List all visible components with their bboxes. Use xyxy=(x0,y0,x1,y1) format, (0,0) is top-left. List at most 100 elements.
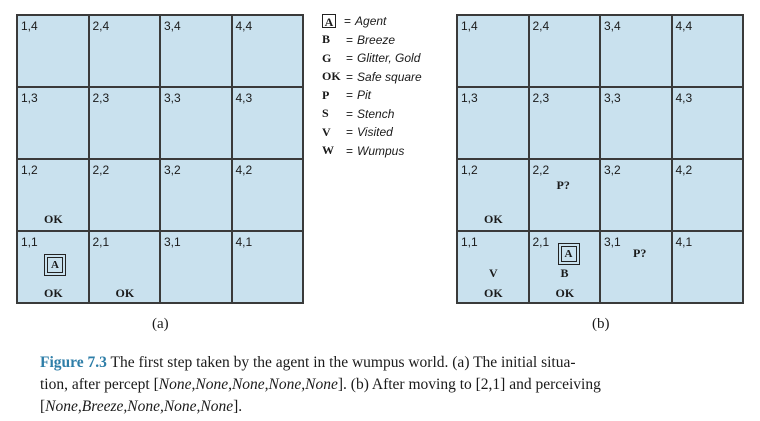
legend-desc: Safe square xyxy=(357,69,422,84)
subfigure-label-a: (a) xyxy=(152,316,169,332)
legend-desc: Breeze xyxy=(357,32,396,47)
cell-coord: 1,3 xyxy=(461,91,478,105)
cell-coord: 1,4 xyxy=(21,19,38,33)
legend-eq: = xyxy=(346,106,354,121)
cell-coord: 4,4 xyxy=(235,19,253,33)
cell-3-2: 3,2 xyxy=(160,159,232,231)
cell-coord: 1,2 xyxy=(21,163,38,177)
cell-coord: 4,2 xyxy=(675,163,693,177)
legend-item: W = Wumpus xyxy=(322,142,452,161)
cell-1-1: 1,1 A OK xyxy=(17,231,89,303)
cell-4-3: 4,3 xyxy=(231,87,303,159)
pit-possible-marker: P? xyxy=(633,246,647,260)
cell-1-2: 1,2 OK xyxy=(17,159,89,231)
ok-marker: OK xyxy=(44,212,63,226)
cell-1-1: 1,1 V OK xyxy=(457,231,529,303)
subfigure-label-b: (b) xyxy=(592,316,610,332)
cell-1-3: 1,3 xyxy=(457,87,529,159)
cell-coord: 4,4 xyxy=(675,19,693,33)
legend-item: G = Glitter, Gold xyxy=(322,49,452,68)
caption-text: ]. (b) After moving to [2,1] and perceiv… xyxy=(337,376,601,393)
cell-4-1: 4,1 xyxy=(231,231,303,303)
legend-key: S xyxy=(322,106,329,121)
legend-key: G xyxy=(322,50,332,65)
cell-coord: 4,3 xyxy=(675,91,693,105)
caption-line-1: Figure 7.3 The first step taken by the a… xyxy=(40,352,740,374)
legend-key: P xyxy=(322,87,330,102)
wumpus-grid-b: 1,4 2,4 3,4 4,4 1,3 2,3 3,3 4,3 1,2 OK 2… xyxy=(456,14,744,304)
cell-2-4: 2,4 xyxy=(528,15,600,87)
agent-icon: A xyxy=(44,254,66,276)
cell-coord: 4,1 xyxy=(235,235,253,249)
legend-item: V = Visited xyxy=(322,123,452,142)
cell-2-3: 2,3 xyxy=(528,87,600,159)
legend-key: B xyxy=(322,32,331,47)
legend-eq: = xyxy=(344,14,352,29)
legend-eq: = xyxy=(346,69,354,84)
figure-caption: Figure 7.3 The first step taken by the a… xyxy=(40,352,740,418)
legend: A = Agent B = Breeze G = Glitter, Gold O… xyxy=(322,12,452,160)
percept-b: None,Breeze,None,None,None xyxy=(45,398,234,415)
figure-label: Figure 7.3 xyxy=(40,354,107,371)
legend-desc: Stench xyxy=(357,106,395,121)
caption-line-2: tion, after percept [None,None,None,None… xyxy=(40,374,740,396)
legend-desc: Wumpus xyxy=(357,143,405,158)
cell-3-2: 3,2 xyxy=(600,159,672,231)
cell-coord: 3,4 xyxy=(604,19,621,33)
cell-1-3: 1,3 xyxy=(17,87,89,159)
cell-coord: 4,2 xyxy=(235,163,253,177)
breeze-marker: B xyxy=(560,266,569,280)
wumpus-grid-a: 1,4 2,4 3,4 4,4 1,3 2,3 3,3 4,3 1,2 OK 2… xyxy=(16,14,304,304)
cell-coord: 3,3 xyxy=(604,91,621,105)
caption-text: [ xyxy=(40,398,46,415)
legend-eq: = xyxy=(346,51,354,66)
cell-3-1: 3,1 xyxy=(160,231,232,303)
legend-item: A = Agent xyxy=(322,12,452,31)
cell-2-1: 2,1 OK xyxy=(88,231,160,303)
cell-3-3: 3,3 xyxy=(600,87,672,159)
legend-item: P = Pit xyxy=(322,86,452,105)
ok-marker: OK xyxy=(115,286,135,300)
caption-line-3: [None,Breeze,None,None,None]. xyxy=(40,396,740,418)
visited-marker: V xyxy=(489,266,498,280)
cell-4-2: 4,2 xyxy=(671,159,743,231)
cell-coord: 3,3 xyxy=(164,91,181,105)
legend-desc: Pit xyxy=(357,88,372,103)
ok-marker: OK xyxy=(484,286,503,300)
percept-a: None,None,None,None,None xyxy=(158,376,338,393)
legend-eq: = xyxy=(346,125,354,140)
cell-coord: 3,1 xyxy=(604,235,621,249)
cell-2-2: 2,2 xyxy=(88,159,160,231)
cell-coord: 2,1 xyxy=(532,235,550,249)
ok-marker: OK xyxy=(44,286,63,300)
cell-4-3: 4,3 xyxy=(671,87,743,159)
cell-coord: 1,2 xyxy=(461,163,478,177)
cell-3-3: 3,3 xyxy=(160,87,232,159)
cell-coord: 1,4 xyxy=(461,19,478,33)
cell-coord: 2,4 xyxy=(92,19,110,33)
legend-key: A xyxy=(322,14,336,29)
cell-4-4: 4,4 xyxy=(231,15,303,87)
legend-eq: = xyxy=(346,143,354,158)
cell-coord: 2,3 xyxy=(532,91,550,105)
legend-item: B = Breeze xyxy=(322,31,452,50)
cell-2-3: 2,3 xyxy=(88,87,160,159)
cell-coord: 2,4 xyxy=(532,19,550,33)
cell-3-4: 3,4 xyxy=(600,15,672,87)
caption-text: The first step taken by the agent in the… xyxy=(110,354,576,371)
legend-desc: Glitter, Gold xyxy=(357,51,421,66)
legend-key: W xyxy=(322,143,334,158)
cell-coord: 4,3 xyxy=(235,91,253,105)
cell-3-1: 3,1 P? xyxy=(600,231,672,303)
cell-4-1: 4,1 xyxy=(671,231,743,303)
cell-coord: 1,1 xyxy=(461,235,478,249)
ok-marker: OK xyxy=(484,212,503,226)
caption-text: tion, after percept [ xyxy=(40,376,159,393)
legend-desc: Visited xyxy=(357,125,393,140)
cell-3-4: 3,4 xyxy=(160,15,232,87)
cell-1-4: 1,4 xyxy=(457,15,529,87)
legend-eq: = xyxy=(346,32,354,47)
cell-coord: 2,3 xyxy=(92,91,110,105)
cell-coord: 3,2 xyxy=(164,163,181,177)
cell-coord: 2,1 xyxy=(92,235,110,249)
